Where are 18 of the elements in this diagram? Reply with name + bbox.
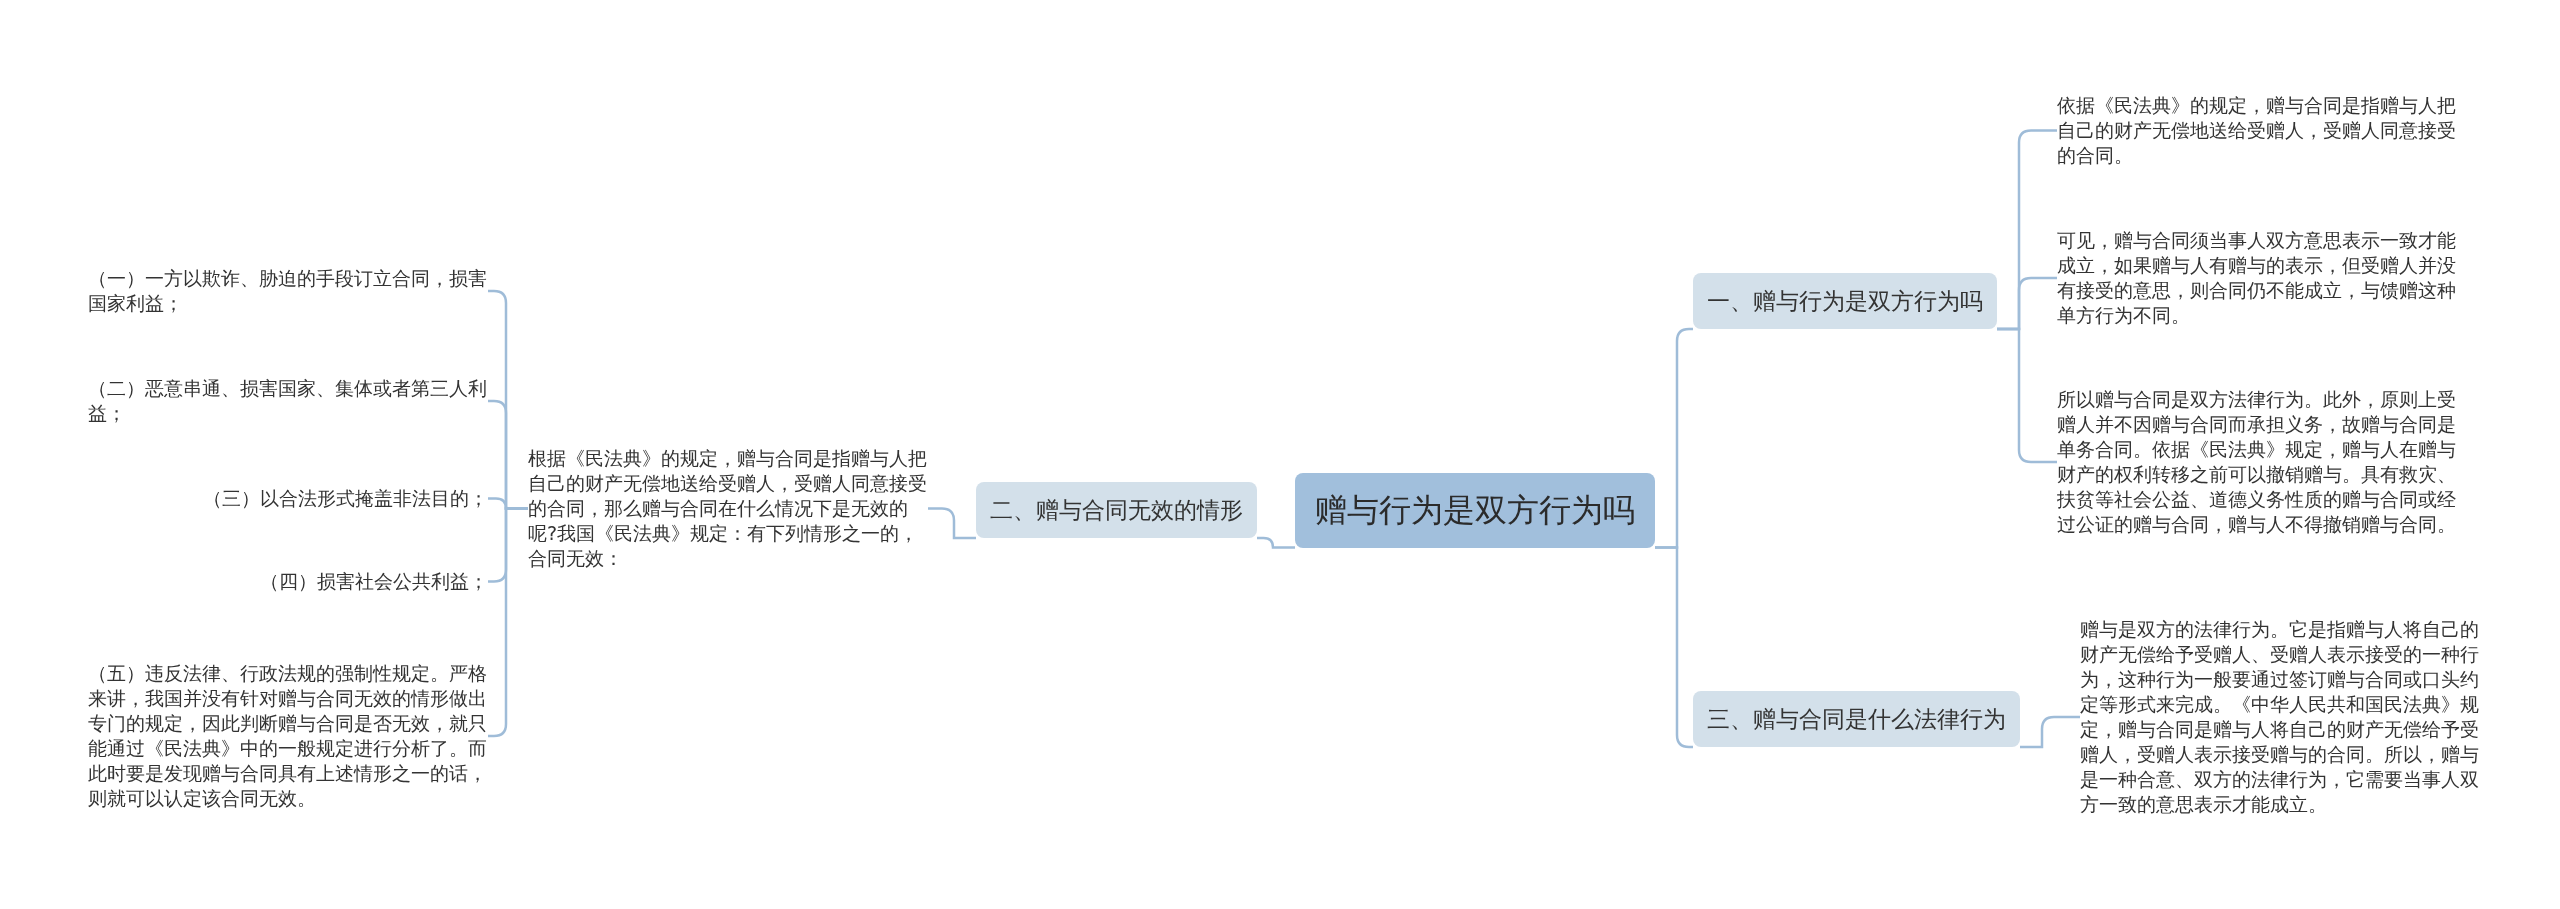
topic-box: 一、赠与行为是双方行为吗	[1693, 273, 1997, 329]
note-text: 根据《民法典》的规定，赠与合同是指赠与人把自己的财产无偿地送给受赠人，受赠人同意接受的合同，那么赠与合同在什么情况下是无效的呢?我国《民法典》规定：有下列情形之一的，合同无效：	[528, 446, 928, 571]
central-topic: 赠与行为是双方行为吗	[1295, 472, 1655, 548]
note-text: （三）以合法形式掩盖非法目的；	[203, 486, 488, 511]
connector-line	[1257, 536, 1295, 549]
note-text: （五）违反法律、行政法规的强制性规定。严格来讲，我国并没有针对赠与合同无效的情形做出专门的规定，因此判断赠与合同是否无效，就只能通过《民法典》中的一般规定进行分析了。而此时要是发现赠与合同具有上述情形之一的话，则就可以认定该合同无效。	[88, 661, 488, 811]
topic-box: 二、赠与合同无效的情形	[976, 482, 1257, 538]
topic-box: 三、赠与合同是什么法律行为	[1693, 691, 2020, 747]
note-text: 所以赠与合同是双方法律行为。此外，原则上受赠人并不因赠与合同而承担义务，故赠与合同是单务合同。依据《民法典》规定，赠与人在赠与财产的权利转移之前可以撤销赠与。具有救灾、扶贫等社会公益、道德义务性质的赠与合同或经过公证的赠与合同，赠与人不得撤销赠与合同。	[2057, 387, 2457, 537]
note-text: （四）损害社会公共利益；	[260, 569, 488, 594]
note-text: 可见，赠与合同须当事人双方意思表示一致才能成立，如果赠与人有赠与的表示，但受赠人并没有接受的意思，则合同仍不能成立，与馈赠这种单方行为不同。	[2057, 228, 2457, 328]
note-text: （一）一方以欺诈、胁迫的手段订立合同，损害国家利益；	[88, 266, 488, 316]
note-text: 依据《民法典》的规定，赠与合同是指赠与人把自己的财产无偿地送给受赠人，受赠人同意接受的合同。	[2057, 93, 2457, 168]
note-text: 赠与是双方的法律行为。它是指赠与人将自己的财产无偿给予受赠人、受赠人表示接受的一种行为，这种行为一般要通过签订赠与合同或口头约定等形式来完成。《中华人民共和国民法典》规定，赠与合同是赠与人将自己的财产无偿给予受赠人，受赠人表示接受赠与的合同。所以，赠与是一种合意、双方的法律行为，它需要当事人双方一致的意思表示才能成立。	[2080, 617, 2480, 817]
note-text: （二）恶意串通、损害国家、集体或者第三人利益；	[88, 376, 488, 426]
connector-line	[1997, 327, 2057, 464]
connector-line	[2020, 715, 2080, 749]
connector-line	[928, 507, 976, 540]
